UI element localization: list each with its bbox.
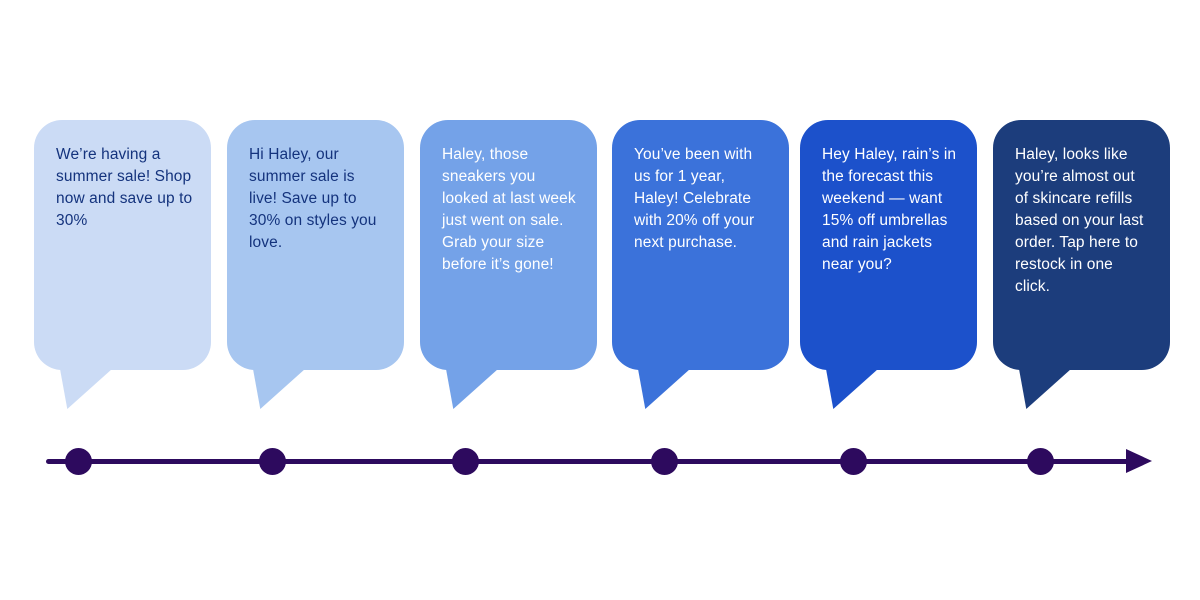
timeline-dot xyxy=(840,448,867,475)
bubble-tail-icon xyxy=(446,369,498,409)
message-bubble: Hi Haley, our summer sale is live! Save … xyxy=(227,120,404,370)
message-group-3: Haley, those sneakers you looked at last… xyxy=(420,120,597,410)
message-text: Haley, those sneakers you looked at last… xyxy=(442,146,576,273)
message-group-1: We’re having a summer sale! Shop now and… xyxy=(34,120,211,410)
timeline-arrow-line xyxy=(46,459,1134,464)
arrowhead-icon xyxy=(1126,449,1152,473)
timeline-dot xyxy=(1027,448,1054,475)
message-group-4: You’ve been with us for 1 year, Haley! C… xyxy=(612,120,789,410)
timeline-dot xyxy=(65,448,92,475)
message-text: Haley, looks like you’re almost out of s… xyxy=(1015,146,1144,295)
message-bubble: You’ve been with us for 1 year, Haley! C… xyxy=(612,120,789,370)
message-bubble: Haley, those sneakers you looked at last… xyxy=(420,120,597,370)
message-bubble: Haley, looks like you’re almost out of s… xyxy=(993,120,1170,370)
bubble-tail-icon xyxy=(638,369,690,409)
message-bubble: We’re having a summer sale! Shop now and… xyxy=(34,120,211,370)
message-group-5: Hey Haley, rain’s in the forecast this w… xyxy=(800,120,977,410)
bubble-tail-icon xyxy=(253,369,305,409)
bubble-tail-icon xyxy=(826,369,878,409)
message-text: Hi Haley, our summer sale is live! Save … xyxy=(249,146,377,251)
message-bubble: Hey Haley, rain’s in the forecast this w… xyxy=(800,120,977,370)
message-group-2: Hi Haley, our summer sale is live! Save … xyxy=(227,120,404,410)
message-group-6: Haley, looks like you’re almost out of s… xyxy=(993,120,1170,410)
bubble-tail-icon xyxy=(1019,369,1071,409)
timeline-dot xyxy=(452,448,479,475)
timeline-dot xyxy=(259,448,286,475)
message-text: You’ve been with us for 1 year, Haley! C… xyxy=(634,146,755,251)
message-text: We’re having a summer sale! Shop now and… xyxy=(56,146,193,229)
timeline-dot xyxy=(651,448,678,475)
bubble-tail-icon xyxy=(60,369,112,409)
message-text: Hey Haley, rain’s in the forecast this w… xyxy=(822,146,957,273)
